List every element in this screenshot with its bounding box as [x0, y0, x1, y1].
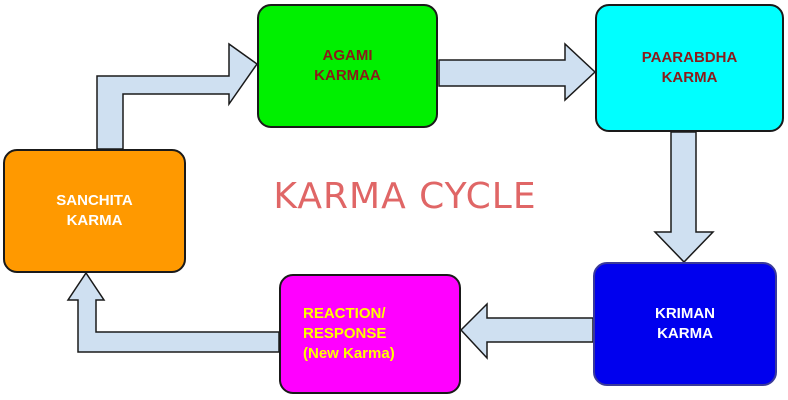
arrow-agami-to-paarabdha [438, 42, 597, 102]
agami-label-line-2: KARMAA [314, 67, 381, 84]
arrow-reaction-to-sanchita [66, 271, 280, 353]
kriman-label-line-1: KRIMAN [655, 305, 715, 322]
sanchita-label-line-1: SANCHITA [56, 192, 133, 209]
reaction-label-line-3: (New Karma) [303, 345, 395, 362]
paarabdha-karma-box: PAARABDHA KARMA [595, 4, 784, 132]
kriman-karma-box: KRIMAN KARMA [593, 262, 777, 386]
reaction-response-box: REACTION/ RESPONSE (New Karma) [279, 274, 461, 394]
paarabdha-label-line-2: KARMA [661, 69, 718, 86]
agami-label-line-1: AGAMI [322, 47, 373, 64]
diagram-title: KARMA CYCLE [273, 176, 537, 217]
agami-karma-box: AGAMI KARMAA [257, 4, 438, 128]
reaction-label-line-2: RESPONSE [303, 325, 387, 342]
paarabdha-label-line-1: PAARABDHA [641, 49, 738, 66]
kriman-label-line-2: KARMA [657, 325, 713, 342]
reaction-label-line-1: REACTION/ [303, 305, 386, 322]
arrow-sanchita-to-agami [96, 42, 259, 150]
sanchita-label-line-2: KARMA [66, 212, 123, 229]
arrow-kriman-to-reaction [459, 302, 594, 360]
sanchita-karma-box: SANCHITA KARMA [3, 149, 186, 273]
arrow-paarabdha-to-kriman [653, 131, 715, 264]
